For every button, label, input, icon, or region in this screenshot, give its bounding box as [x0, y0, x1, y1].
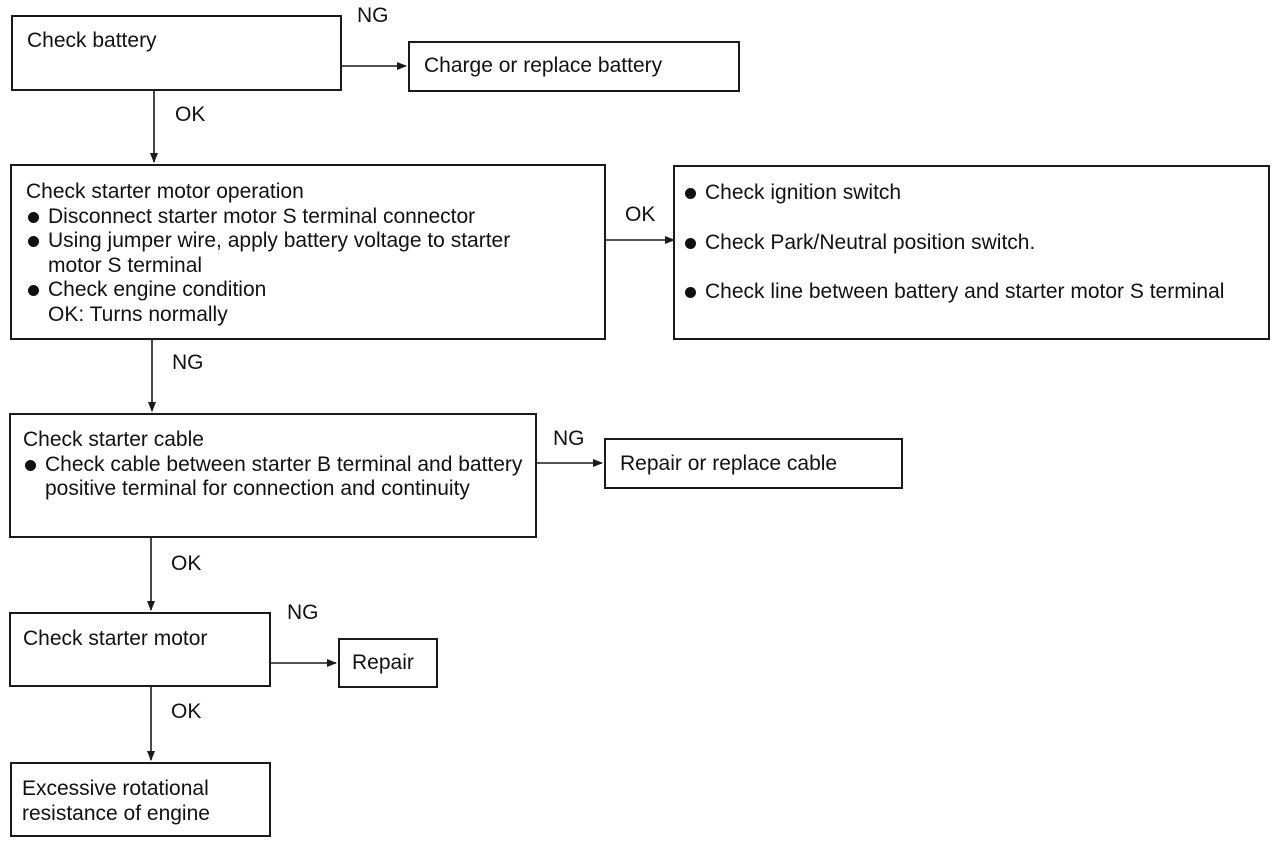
battery-ng-label: NG — [357, 4, 389, 27]
repair-box: Repair — [338, 638, 438, 688]
cable-ok-label: OK — [171, 552, 202, 575]
check-starter-operation-title: Check starter motor operation — [26, 180, 304, 203]
check-battery-title: Check battery — [27, 29, 157, 52]
check-starter-cable-list: Check cable between starter B terminal a… — [23, 453, 529, 502]
list-item: Check cable between starter B terminal a… — [23, 453, 535, 502]
list-item-text: Check Park/Neutral position switch. — [705, 230, 1036, 254]
list-item: Check line between battery and starter m… — [683, 280, 1240, 305]
list-item-text: Check engine condition — [48, 278, 267, 301]
bullet-icon — [685, 287, 696, 298]
charge-replace-battery-title: Charge or replace battery — [424, 54, 663, 77]
expected-condition-note: OK: Turns normally — [48, 302, 228, 326]
repair-replace-cable-box: Repair or replace cable — [604, 438, 903, 489]
list-item: Disconnect starter motor S terminal conn… — [26, 205, 568, 230]
list-item-text: Check line between battery and starter m… — [705, 280, 1225, 303]
repair-title: Repair — [352, 651, 414, 674]
operation-ng-label: NG — [172, 351, 204, 374]
check-starter-operation-box: Check starter motor operation Disconnect… — [10, 164, 606, 340]
charge-replace-battery-box: Charge or replace battery — [408, 41, 740, 92]
list-item: Check Park/Neutral position switch. — [683, 231, 1260, 256]
check-switches-box: Check ignition switch Check Park/Neutral… — [673, 165, 1270, 340]
operation-ok-label: OK — [625, 203, 656, 226]
check-starter-cable-title: Check starter cable — [23, 428, 204, 451]
list-item: Check ignition switch — [683, 181, 1260, 206]
excessive-resistance-title: Excessive rotational resistance of engin… — [22, 777, 210, 825]
cable-ng-label: NG — [553, 427, 585, 450]
bullet-icon — [28, 211, 39, 223]
bullet-icon — [28, 236, 39, 247]
list-item-text: Using jumper wire, apply battery voltage… — [48, 229, 511, 277]
motor-ok-label: OK — [171, 700, 202, 723]
battery-ok-label: OK — [175, 103, 206, 126]
list-item: Check engine condition OK: Turns normall… — [26, 278, 568, 327]
bullet-icon — [28, 285, 39, 296]
excessive-resistance-box: Excessive rotational resistance of engin… — [10, 762, 271, 837]
bullet-icon — [685, 237, 696, 249]
check-switches-list: Check ignition switch Check Park/Neutral… — [683, 181, 1260, 305]
list-item-text: Check ignition switch — [705, 181, 902, 204]
check-battery-box: Check battery — [11, 15, 342, 91]
motor-ng-label: NG — [287, 601, 319, 624]
bullet-icon — [685, 188, 696, 199]
bullet-icon — [25, 459, 36, 471]
list-item-text: Check cable between starter B terminal a… — [45, 452, 523, 501]
check-starter-motor-title: Check starter motor — [23, 627, 208, 650]
check-starter-motor-box: Check starter motor — [9, 612, 271, 687]
check-starter-cable-box: Check starter cable Check cable between … — [9, 413, 537, 538]
check-starter-operation-list: Disconnect starter motor S terminal conn… — [26, 205, 596, 328]
list-item: Using jumper wire, apply battery voltage… — [26, 229, 523, 278]
repair-replace-cable-title: Repair or replace cable — [620, 452, 838, 475]
list-item-text: Disconnect starter motor S terminal conn… — [48, 204, 476, 228]
